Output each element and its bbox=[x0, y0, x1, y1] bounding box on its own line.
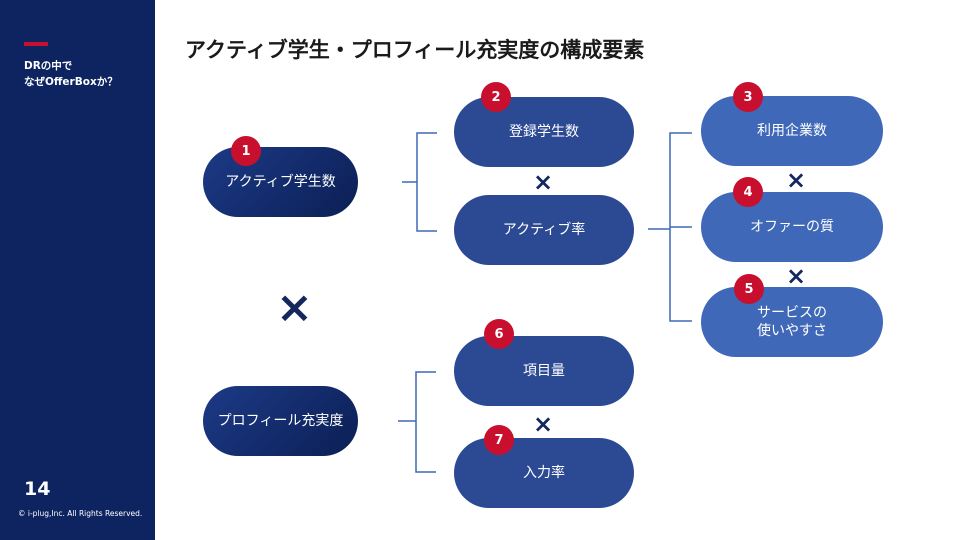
node-label: 利用企業数 bbox=[757, 123, 827, 139]
badge-1: 1 bbox=[231, 136, 261, 166]
node-label: オファーの質 bbox=[750, 219, 834, 235]
multiply-icon: × bbox=[786, 262, 807, 290]
node-active-rate: アクティブ率 bbox=[454, 195, 634, 265]
badge-7: 7 bbox=[484, 425, 514, 455]
badge-3: 3 bbox=[733, 82, 763, 112]
multiply-icon: × bbox=[533, 410, 554, 438]
sidebar: DRの中で なぜOfferBoxか？ 14 © i-plug,Inc. All … bbox=[0, 0, 155, 540]
sidebar-accent-bar bbox=[24, 42, 48, 46]
node-companies: 利用企業数 bbox=[701, 96, 883, 166]
section-title: DRの中で なぜOfferBoxか？ bbox=[24, 58, 149, 90]
multiply-icon-large: × bbox=[276, 282, 313, 333]
node-offer-quality: オファーの質 bbox=[701, 192, 883, 262]
node-registered-students: 登録学生数 bbox=[454, 97, 634, 167]
node-label: アクティブ率 bbox=[502, 222, 586, 238]
page-title: アクティブ学生・プロフィール充実度の構成要素 bbox=[185, 38, 645, 62]
copyright: © i-plug,Inc. All Rights Reserved. bbox=[18, 509, 143, 518]
node-active-students: アクティブ学生数 bbox=[203, 147, 358, 217]
badge-2: 2 bbox=[481, 82, 511, 112]
node-input-rate: 入力率 bbox=[454, 438, 634, 508]
badge-4: 4 bbox=[733, 177, 763, 207]
multiply-icon: × bbox=[786, 166, 807, 194]
node-label: 項目量 bbox=[523, 363, 565, 379]
badge-5: 5 bbox=[734, 274, 764, 304]
node-label: 入力率 bbox=[523, 465, 565, 481]
section-title-line2: なぜOfferBoxか？ bbox=[24, 76, 118, 88]
node-label: サービスの 使いやすさ bbox=[757, 305, 827, 339]
node-item-volume: 項目量 bbox=[454, 336, 634, 406]
multiply-icon: × bbox=[533, 168, 554, 196]
node-profile: プロフィール充実度 bbox=[203, 386, 358, 456]
node-label: アクティブ学生数 bbox=[225, 174, 336, 190]
node-usability: サービスの 使いやすさ bbox=[701, 287, 883, 357]
section-title-line1: DRの中で bbox=[24, 60, 73, 72]
badge-6: 6 bbox=[484, 319, 514, 349]
node-label: 登録学生数 bbox=[509, 124, 579, 140]
node-label: プロフィール充実度 bbox=[217, 413, 344, 429]
page-number: 14 bbox=[24, 478, 51, 500]
